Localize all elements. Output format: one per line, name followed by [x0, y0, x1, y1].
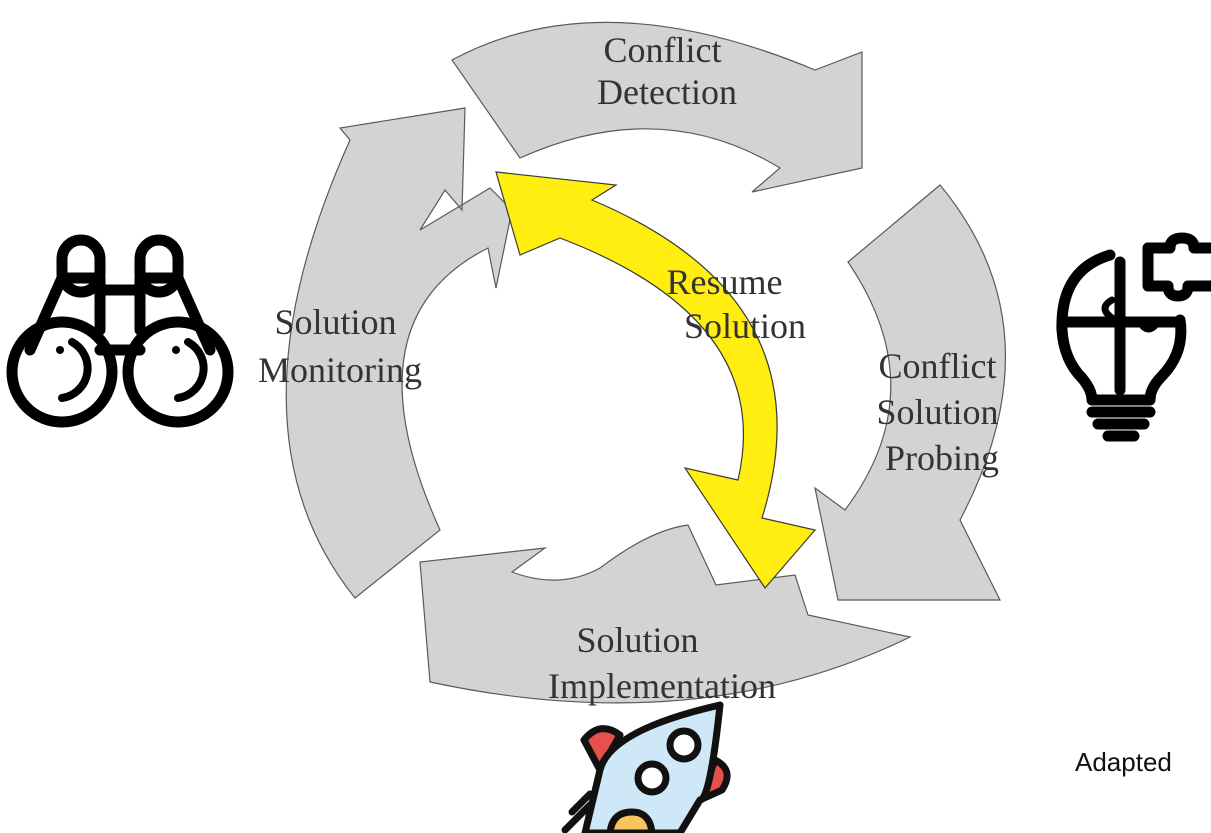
label-line: Implementation: [548, 666, 776, 706]
label-conflict-detection: Conflict Detection: [597, 30, 737, 112]
arrow-conflict-solution-probing: [814, 184, 1007, 601]
rocket-icon: [561, 701, 731, 833]
label-line: Monitoring: [258, 350, 422, 390]
credit-text: Adapted: [1075, 747, 1172, 777]
binoculars-icon: [6, 234, 234, 428]
label-line: Resume: [667, 262, 783, 302]
label-line: Conflict: [879, 346, 997, 386]
label-conflict-solution-probing: Conflict Solution Probing: [876, 346, 1007, 478]
arrow-solution-monitoring: [285, 107, 513, 599]
label-resume-solution: Resume Solution: [667, 262, 807, 346]
arrow-resume-solution: [495, 171, 817, 589]
label-line: Solution: [876, 392, 998, 432]
arrow-solution-implementation: [419, 524, 912, 704]
label-line: Solution: [684, 306, 806, 346]
label-line: Probing: [885, 438, 999, 478]
label-line: Conflict: [604, 30, 722, 70]
label-line: Solution: [274, 302, 396, 342]
arrow-conflict-detection: [451, 21, 863, 193]
label-solution-monitoring: Solution Monitoring: [258, 302, 422, 390]
lightbulb-puzzle-icon: [1056, 232, 1211, 442]
label-line: Detection: [597, 72, 737, 112]
label-solution-implementation: Solution Implementation: [548, 620, 776, 706]
label-line: Solution: [576, 620, 698, 660]
